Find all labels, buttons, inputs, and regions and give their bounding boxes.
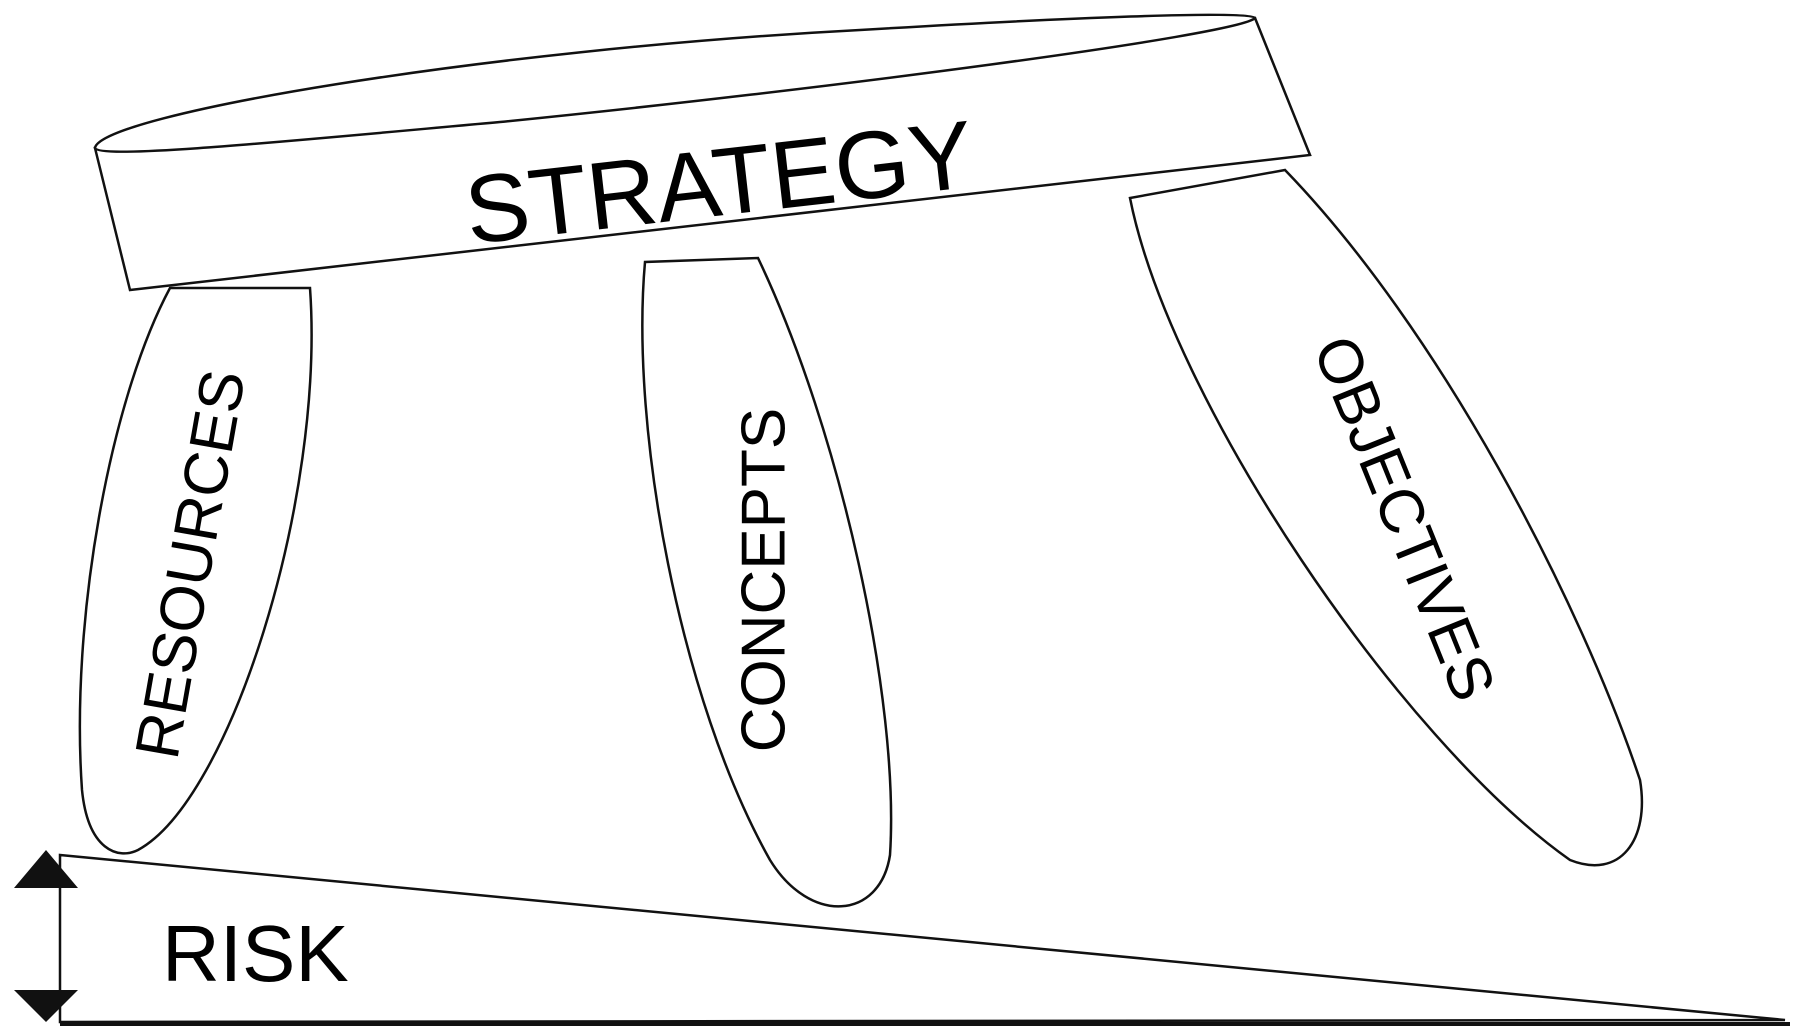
leg-concepts: CONCEPTS bbox=[641, 256, 893, 908]
stool-seat: STRATEGY bbox=[93, 13, 1312, 292]
risk-ground: RISK bbox=[14, 850, 1790, 1026]
risk-wedge-shape bbox=[58, 853, 1786, 1024]
leg-concepts-shape bbox=[641, 256, 893, 908]
arrowhead-up-icon bbox=[14, 850, 78, 888]
risk-label: RISK bbox=[162, 909, 349, 998]
arrowhead-down-icon bbox=[14, 990, 78, 1022]
leg-objectives: OBJECTIVES bbox=[1128, 168, 1644, 867]
leg-concepts-label: CONCEPTS bbox=[729, 408, 798, 752]
leg-resources: RESOURCES bbox=[78, 286, 313, 855]
seat-top-ellipse bbox=[93, 13, 1257, 153]
leg-resources-shape bbox=[78, 286, 313, 855]
leg-objectives-shape bbox=[1128, 168, 1644, 867]
